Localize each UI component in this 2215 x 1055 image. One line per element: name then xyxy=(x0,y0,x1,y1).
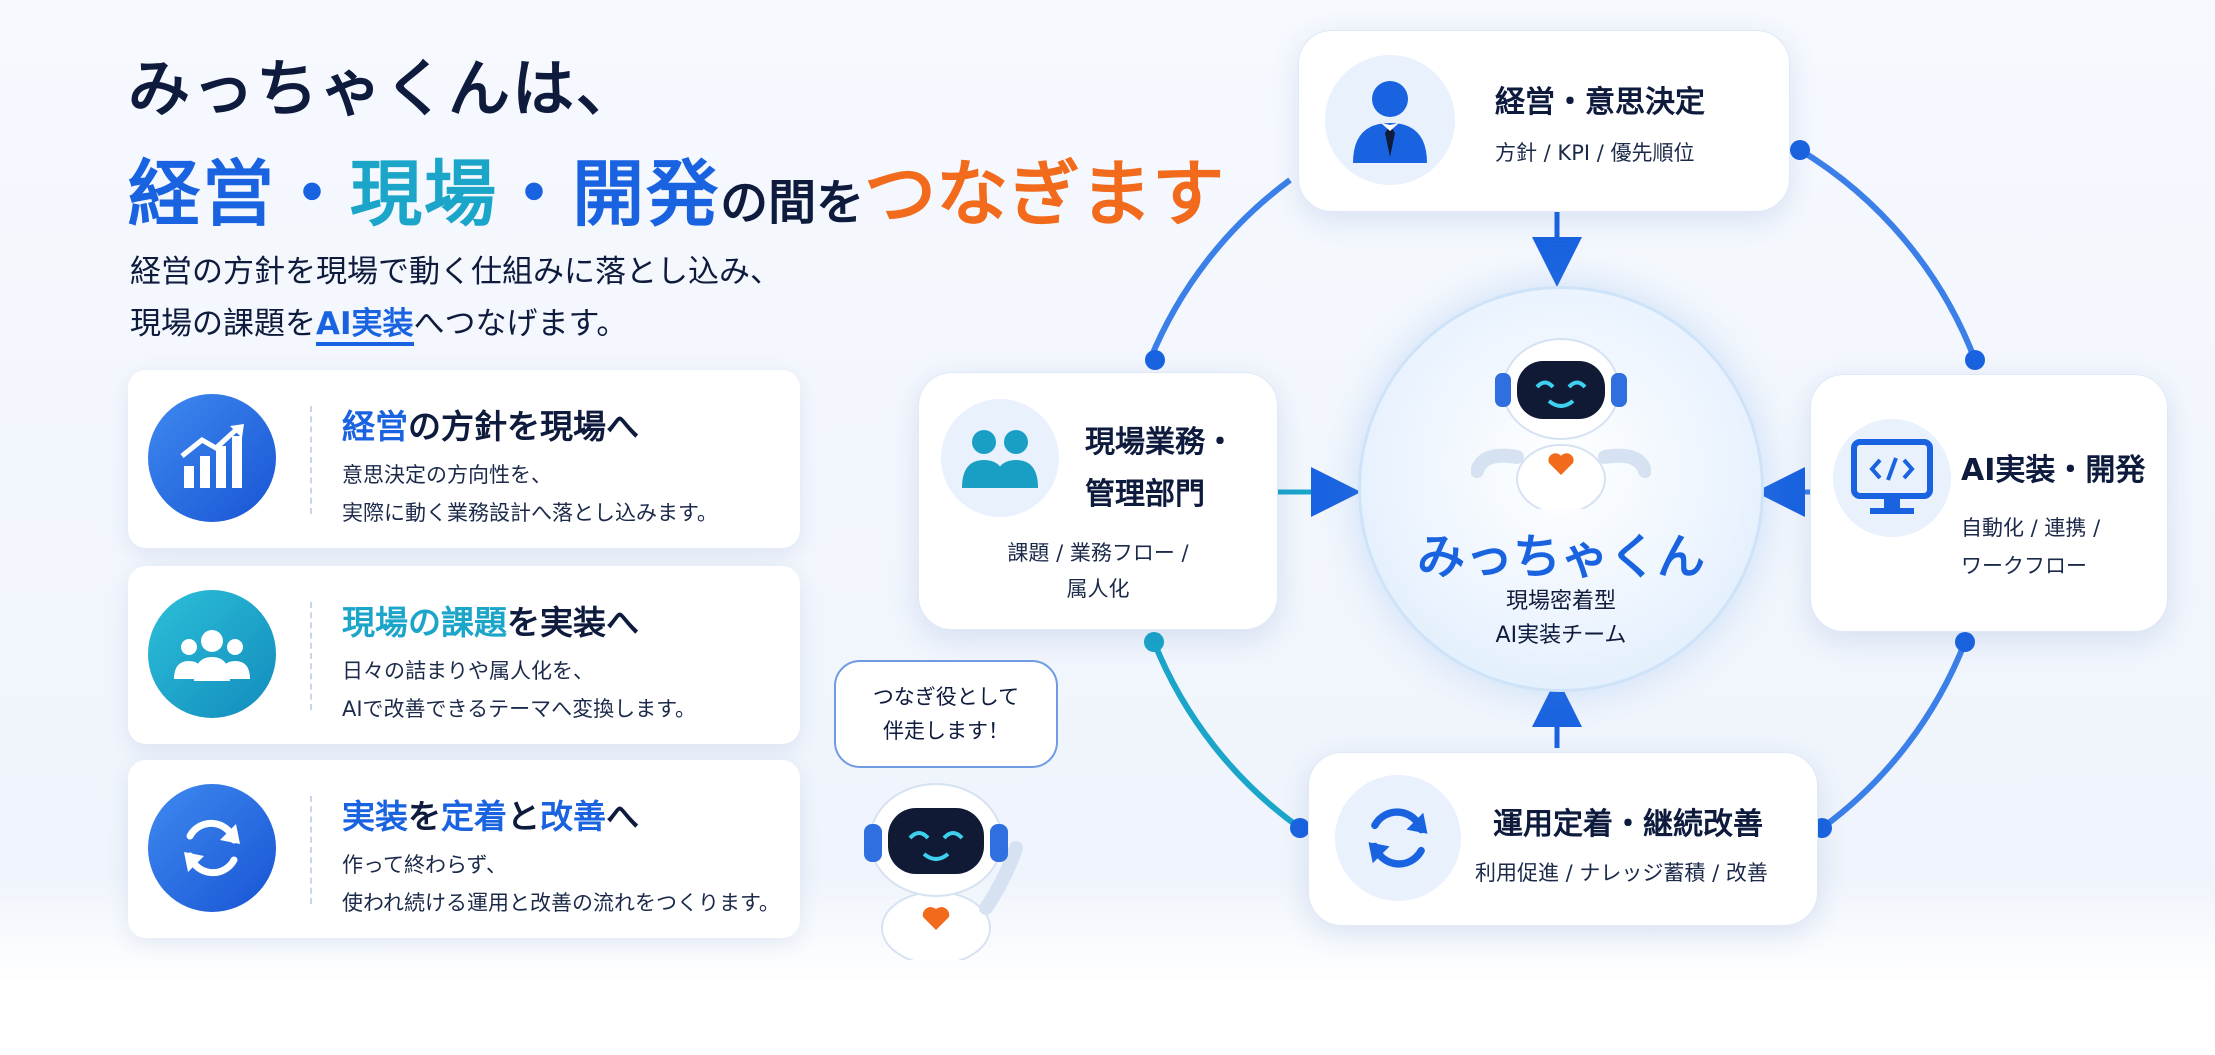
ring-dot xyxy=(1290,818,1310,838)
node-title-line2: 管理部門 xyxy=(1085,477,1205,512)
headline-line1: みっちゃくんは、 xyxy=(128,52,641,125)
node-field-operations: 現場業務・管理部門 課題 / 業務フロー / 属人化 xyxy=(918,372,1278,630)
lead-line1: 経営の方針を現場で動く仕組みに落とし込み、 xyxy=(130,254,781,290)
card-title-accent: 現場の課題 xyxy=(342,603,507,642)
node-operation-improvement: 運用定着・継続改善 利用促進 / ナレッジ蓄積 / 改善 xyxy=(1308,752,1818,926)
refresh-icon xyxy=(148,784,276,912)
card-title-accent: 経営 xyxy=(342,407,408,446)
robot-icon xyxy=(1471,338,1651,509)
node-subtitle-line1: 自動化 / 連携 / xyxy=(1961,516,2101,540)
center-mitchakun: みっちゃくん 現場密着型 AI実装チーム xyxy=(1358,286,1764,692)
card-body-line2: AIで改善できるテーマへ変換します。 xyxy=(342,697,697,721)
card-management-policy: 経営の方針を現場へ 意思決定の方向性を、実際に動く業務設計へ落とし込みます。 xyxy=(128,370,800,548)
card-implementation: 実装を定着と改善へ 作って終わらず、使われ続ける運用と改善の流れをつくります。 xyxy=(128,760,800,938)
card-body: 日々の詰まりや属人化を、 AIで改善できるテーマへ変換します。 xyxy=(342,652,696,728)
node-title: 運用定着・継続改善 xyxy=(1493,807,1763,842)
team-icon xyxy=(148,590,276,718)
card-title-rest: へ xyxy=(606,797,639,836)
executive-icon xyxy=(1325,55,1455,185)
card-body-line1: 作って終わらず、 xyxy=(342,853,508,877)
node-ai-implementation: AI実装・開発 自動化 / 連携 / ワークフロー xyxy=(1810,374,2168,632)
headline-keiei: 経営 xyxy=(128,152,277,236)
ring-arc xyxy=(1151,640,1302,831)
ring-arc xyxy=(1798,147,1978,362)
card-body-line2: 実際に動く業務設計へ落とし込みます。 xyxy=(342,501,718,525)
team-icon xyxy=(941,399,1059,517)
node-title-line1: 現場業務・ xyxy=(1085,425,1235,460)
node-subtitle: 課題 / 業務フロー / 属人化 xyxy=(919,535,1277,607)
node-subtitle-line2: 属人化 xyxy=(1066,577,1130,601)
node-title: AI実装・開発 xyxy=(1961,453,2146,488)
ring-arc xyxy=(1147,177,1292,362)
card-title-accent: 定着 xyxy=(441,797,507,836)
ring-dot xyxy=(1145,350,1165,370)
node-title: 現場業務・管理部門 xyxy=(1085,417,1235,521)
card-title: 経営の方針を現場へ xyxy=(342,400,639,448)
code-monitor-icon xyxy=(1833,419,1951,537)
headline-dot: ・ xyxy=(498,152,573,236)
headline-line2: 経営・現場・開発の間をつなぎます xyxy=(128,135,1224,240)
card-title-rest: と xyxy=(507,797,540,836)
ring-arc xyxy=(1820,640,1968,831)
card-divider xyxy=(310,796,312,904)
ring-dot xyxy=(1965,350,1985,370)
speech-bubble: つなぎ役として伴走します！ xyxy=(834,660,1058,768)
node-subtitle-line1: 課題 / 業務フロー / xyxy=(1007,541,1189,565)
ring-dot xyxy=(1790,140,1810,160)
node-subtitle: 自動化 / 連携 / ワークフロー xyxy=(1961,509,2100,585)
center-name: みっちゃくん xyxy=(1416,529,1705,585)
card-field-issues: 現場の課題を実装へ 日々の詰まりや属人化を、 AIで改善できるテーマへ変換します。 xyxy=(128,566,800,744)
headline-genba: 現場 xyxy=(350,152,499,236)
node-subtitle: 利用促進 / ナレッジ蓄積 / 改善 xyxy=(1475,861,1768,885)
growth-chart-icon xyxy=(148,394,276,522)
bubble-line2: 伴走します！ xyxy=(883,719,1009,743)
card-body-line2: 使われ続ける運用と改善の流れをつくります。 xyxy=(342,891,780,915)
lead-highlight: AI実装 xyxy=(316,306,414,346)
center-subtitle-line1: 現場密着型 xyxy=(1505,589,1616,614)
headline-kaihatsu: 開発 xyxy=(572,152,721,236)
node-subtitle: 方針 / KPI / 優先順位 xyxy=(1495,141,1695,165)
node-management: 経営・意思決定 方針 / KPI / 優先順位 xyxy=(1298,30,1790,212)
bubble-line1: つなぎ役として xyxy=(872,685,1020,709)
center-subtitle: 現場密着型 AI実装チーム xyxy=(1361,585,1761,653)
ring-dot xyxy=(1955,632,1975,652)
card-title: 現場の課題を実装へ xyxy=(342,596,639,644)
card-title: 実装を定着と改善へ xyxy=(342,790,639,838)
headline-tsunagimasu: つなぎます xyxy=(864,152,1225,236)
refresh-icon xyxy=(1335,775,1461,901)
robot-mascot-icon xyxy=(864,783,1023,960)
card-body-line1: 日々の詰まりや属人化を、 xyxy=(342,659,594,683)
card-divider xyxy=(310,602,312,710)
node-subtitle-line2: ワークフロー xyxy=(1961,554,2087,578)
ring-dot xyxy=(1144,632,1164,652)
card-body: 作って終わらず、使われ続ける運用と改善の流れをつくります。 xyxy=(342,846,780,922)
node-title: 経営・意思決定 xyxy=(1495,85,1705,120)
card-title-rest: を実装へ xyxy=(507,603,639,642)
headline-connector: の間を xyxy=(720,175,865,231)
card-body-line1: 意思決定の方向性を、 xyxy=(342,463,552,487)
center-subtitle-line2: AI実装チーム xyxy=(1495,623,1627,648)
card-divider xyxy=(310,406,312,514)
card-title-accent: 改善 xyxy=(540,797,606,836)
card-body: 意思決定の方向性を、実際に動く業務設計へ落とし込みます。 xyxy=(342,456,718,532)
card-title-accent: 実装 xyxy=(342,797,408,836)
headline-dot: ・ xyxy=(276,152,351,236)
card-title-rest: の方針を現場へ xyxy=(408,407,639,446)
lead-text: 経営の方針を現場で動く仕組みに落とし込み、 現場の課題をAI実装へつなげます。 xyxy=(130,246,781,350)
lead-line2-post: へつなげます。 xyxy=(413,306,628,342)
lead-line2-pre: 現場の課題を xyxy=(130,306,316,342)
card-title-rest: を xyxy=(408,797,441,836)
